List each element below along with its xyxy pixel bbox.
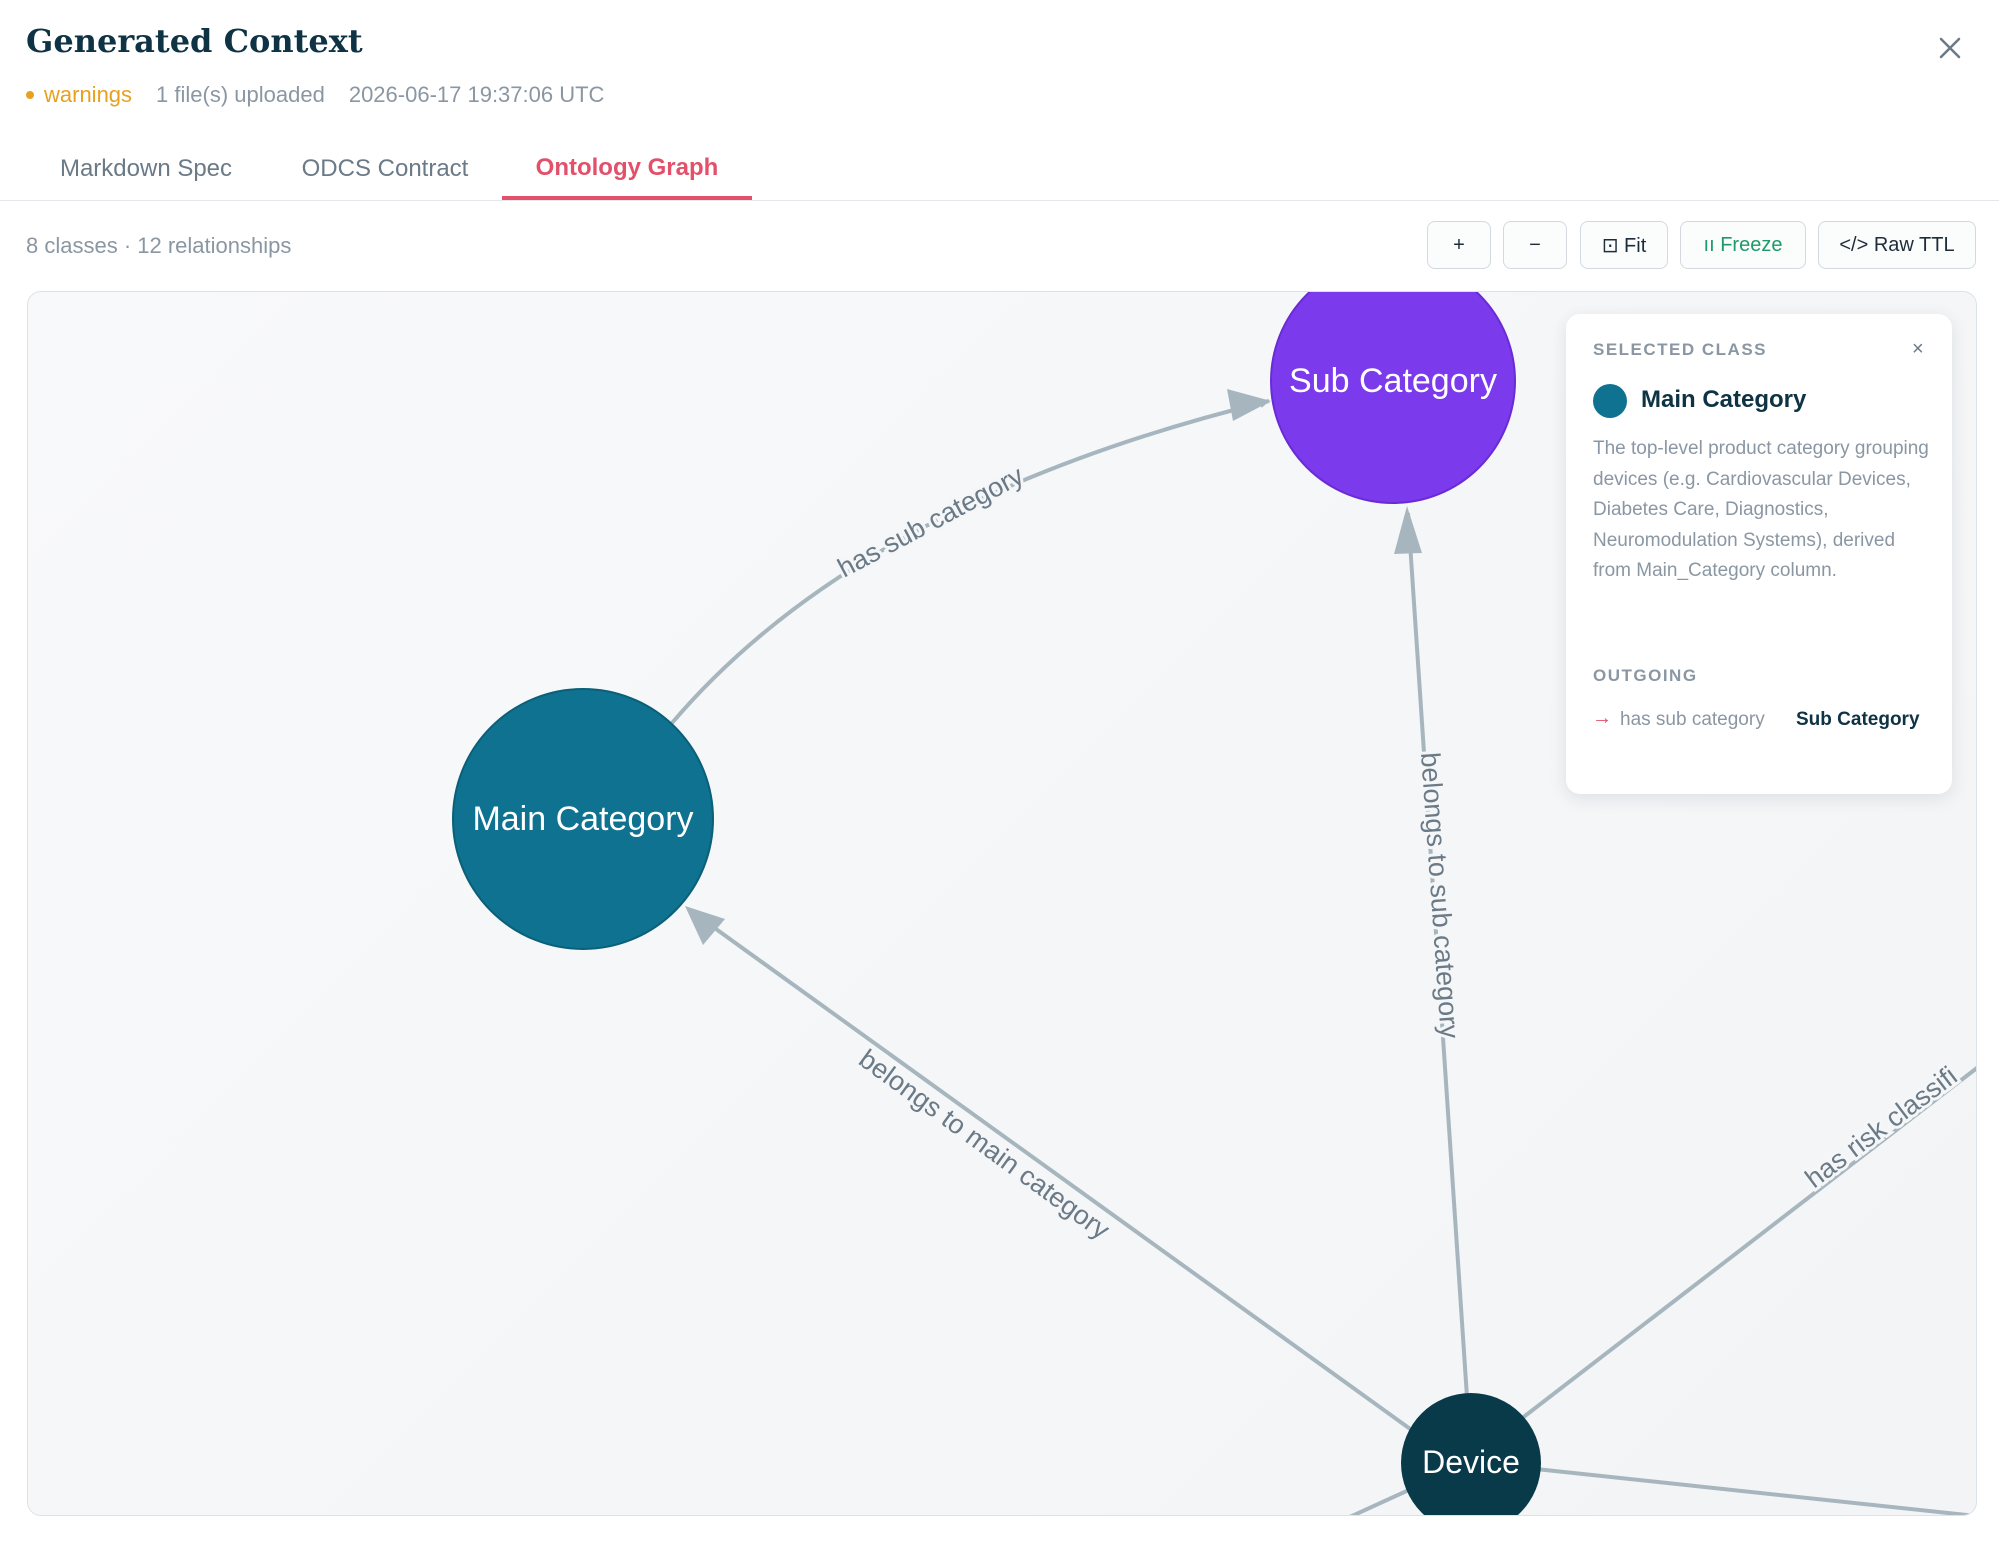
edge-label-has-risk-classification: has risk classifi [1800,1061,1963,1194]
context-meta: warnings 1 file(s) uploaded 2026-06-17 1… [26,82,604,108]
outgoing-heading: OUTGOING [1593,666,1698,685]
edge-label-has-sub-category: has sub category [833,460,1029,583]
edge-label-belongs-to-sub-category: belongs to sub category [1415,751,1465,1040]
node-label-sub-category: Sub Category [1289,362,1497,400]
graph-svg: has sub category belongs to main categor… [452,292,1976,1515]
node-main-category[interactable]: Main Category [452,688,714,950]
graph-summary: 8 classes · 12 relationships [26,233,292,258]
panel-close-icon[interactable]: × [1912,338,1924,360]
tab-ontology-graph[interactable]: Ontology Graph [502,140,752,200]
edge-has-risk-classification[interactable] [1519,1061,1976,1421]
raw-ttl-button[interactable]: </> Raw TTL [1818,221,1976,269]
zoom-in-button[interactable]: + [1427,221,1491,269]
upload-count: 1 file(s) uploaded [156,82,325,107]
edge-arrowhead-sub [1227,389,1271,421]
selected-class-description: The top-level product category grouping … [1593,438,1929,581]
edge-device-bottom-left [1349,1487,1412,1515]
edge-belongs-to-sub-category[interactable] [1406,512,1469,1398]
timestamp: 2026-06-17 19:37:06 UTC [348,82,605,107]
page-title: Generated Context [26,22,363,60]
freeze-button[interactable]: ıı Freeze [1680,221,1806,269]
outgoing-target-link[interactable]: Sub Category [1796,709,1920,730]
status-badge: warnings [26,82,132,108]
arrow-right-icon: → [1592,707,1612,729]
node-label-device: Device [1422,1444,1520,1480]
edge-label-belongs-to-main-category: belongs to main category [853,1044,1115,1246]
node-sub-category[interactable]: Sub Category [1270,292,1516,504]
outgoing-relation: has sub category [1620,709,1765,730]
class-color-swatch [1593,384,1627,418]
edge-arrowhead-sub2 [1394,506,1422,554]
tab-odcs-contract[interactable]: ODCS Contract [301,155,469,182]
selected-class-name: Main Category [1641,386,1807,413]
zoom-out-button[interactable]: − [1503,221,1567,269]
tab-markdown-spec[interactable]: Markdown Spec [59,155,233,182]
status-text: warnings [44,82,133,107]
node-device[interactable]: Device [1401,1393,1541,1515]
selected-class-panel: SELECTED CLASS × Main Category The top-l… [1566,314,1952,794]
edge-arrowhead-main [685,906,725,945]
fit-button[interactable]: ⊡ Fit [1580,221,1668,269]
edge-device-right [1535,1467,1976,1515]
close-icon[interactable] [1932,30,1968,66]
node-label-main-category: Main Category [472,800,693,838]
panel-heading: SELECTED CLASS [1593,340,1768,359]
warning-dot-icon [26,91,34,99]
edge-belongs-to-main-category[interactable] [689,909,1415,1433]
edge-has-sub-category[interactable] [670,398,1270,725]
tab-bar: Markdown Spec ODCS Contract Ontology Gra… [0,140,1999,201]
